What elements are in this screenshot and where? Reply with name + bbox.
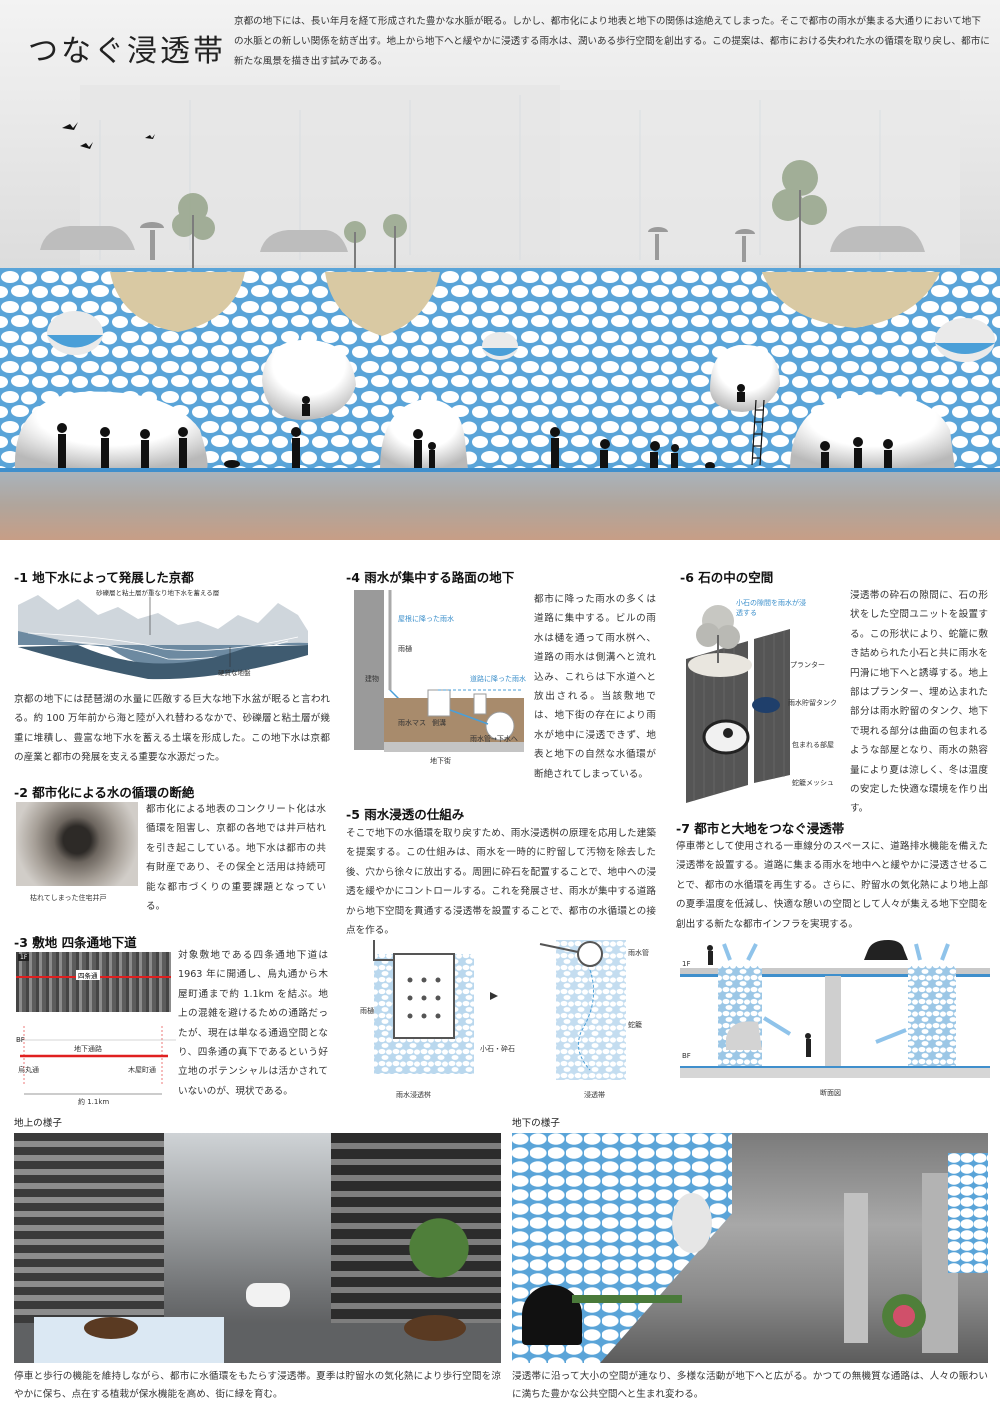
label-roof-rain: 屋根に降った雨水 xyxy=(398,615,454,623)
label-gutter-5: 雨樋 xyxy=(360,1007,374,1015)
label-planter: プランター xyxy=(790,661,825,669)
section-5-text: そこで地下の水循環を取り戻すため、雨水浸透桝の原理を応用した建築を提案する。この… xyxy=(346,828,656,937)
dry-well-caption: 枯れてしまった住宅井戸 xyxy=(30,894,107,902)
label-gabion-mesh: 蛇籠メッシュ xyxy=(792,779,834,787)
infiltration-basin-diagram xyxy=(373,940,626,1080)
section-5-title: -5 雨水浸透の仕組み xyxy=(346,807,465,822)
section-diagram xyxy=(680,940,990,1078)
label-gutter: 雨樋 xyxy=(398,645,412,653)
station-right-label: 木屋町通 xyxy=(128,1066,156,1074)
section-4-title: -4 雨水が集中する路面の地下 xyxy=(346,570,515,585)
dry-well-photo xyxy=(16,802,138,886)
label-infiltration-basin: 雨水浸透桝 xyxy=(396,1091,431,1099)
label-rain-pipe-5: 雨水管 xyxy=(628,949,649,957)
section-7-title: -7 都市と大地をつなぐ浸透帯 xyxy=(676,821,845,836)
label-enclosing-room: 包まれる部屋 xyxy=(792,741,834,749)
section-2-title: -2 都市化による水の循環の断絶 xyxy=(14,785,195,800)
site-map-aerial xyxy=(16,952,171,1012)
people-silhouettes xyxy=(57,384,893,470)
profile-passage-label: 地下通路 xyxy=(74,1045,102,1053)
groundwater-basin-diagram: 砂礫層と粘土層が重なり地下水を蓄える層 硬質な地盤 xyxy=(18,588,308,680)
label-bedrock: 硬質な地盤 xyxy=(218,668,251,677)
birds-icon xyxy=(62,122,155,149)
section-6-title: -6 石の中の空間 xyxy=(680,570,774,585)
section-6-text: 浸透帯の砕石の隙間に、石の形状をした空間ユニットを設置する。この形状により、蛇籠… xyxy=(850,590,988,815)
street-view-caption: 停車と歩行の機能を維持しながら、都市に水循環をもたらす浸透帯。夏季は貯留水の気化… xyxy=(14,1371,501,1400)
label-underground-mall: 地下街 xyxy=(430,757,451,765)
profile-floor-label: BF xyxy=(16,1036,25,1044)
label-stone-gap: 小石の隙間を雨水が浸透する xyxy=(736,599,806,617)
label-gabion: 蛇籠 xyxy=(628,1021,642,1029)
section-1-text: 京都の地下には琵琶湖の水量に匹敵する巨大な地下水盆が眠ると言われる。約 100 … xyxy=(14,694,330,764)
stone-unit-diagram xyxy=(686,605,790,803)
label-building: 建物 xyxy=(365,675,379,683)
label-infiltration-band: 浸透帯 xyxy=(584,1091,605,1099)
label-rain-basin: 雨水マス xyxy=(398,719,426,727)
street-view-rendering xyxy=(14,1133,501,1363)
section-1-title: -1 地下水によって発展した京都 xyxy=(14,570,194,585)
label-rain-pipe: 雨水管→下水へ xyxy=(470,735,518,743)
street-view-heading: 地上の様子 xyxy=(14,1118,62,1129)
hero-section-illustration xyxy=(0,0,1000,540)
underground-view-heading: 地下の様子 xyxy=(512,1118,560,1129)
car-icon xyxy=(40,226,925,252)
section-3-text: 対象敷地である四条通地下道は 1963 年に開通し、烏丸通から木屋町通まで約 1… xyxy=(178,950,328,1097)
section-label-bf: BF xyxy=(682,1052,691,1060)
underground-view-caption: 浸透帯に沿って大小の空間が連なり、多様な活動が地下へと広がる。かつての無機質な通… xyxy=(512,1371,988,1400)
section-4-text: 都市に降った雨水の多くは道路に集中する。ビルの雨水は樋を通って雨水桝へ、道路の雨… xyxy=(534,594,656,780)
underpass-profile xyxy=(16,1026,176,1095)
section-7-text: 停車帯として使用される一車線分のスペースに、道路排水機能を備えた浸透帯を設置する… xyxy=(676,841,988,930)
street-drainage-diagram xyxy=(354,590,524,752)
label-aquifer: 砂礫層と粘土層が重なり地下水を蓄える層 xyxy=(96,588,219,597)
label-storage-tank: 雨水貯留タンク xyxy=(788,699,837,707)
station-left-label: 烏丸通 xyxy=(18,1066,39,1074)
section-2-text: 都市化による地表のコンクリート化は水循環を阻害し、京都の各地では井戸枯れを引き起… xyxy=(146,804,326,913)
map-street-label: 四条通 xyxy=(76,970,100,980)
label-road-rain: 道路に降った雨水 xyxy=(470,675,526,683)
section-label-caption: 断面図 xyxy=(820,1089,841,1097)
label-ditch: 側溝 xyxy=(432,719,446,727)
section-3-title: -3 敷地 四条通地下道 xyxy=(14,935,137,950)
section-label-1f: 1F xyxy=(682,960,691,968)
intro-text: 京都の地下には、長い年月を経て形成された豊かな水脈が眠る。しかし、都市化により地… xyxy=(234,16,990,67)
map-floor-label: 1F xyxy=(18,954,30,961)
underground-view-rendering xyxy=(512,1133,988,1363)
page-title: つなぐ浸透帯 xyxy=(28,34,226,69)
ladder-icon xyxy=(751,399,765,466)
label-gravel: 小石・砕石 xyxy=(480,1045,515,1053)
distance-label: 約 1.1km xyxy=(78,1098,110,1106)
